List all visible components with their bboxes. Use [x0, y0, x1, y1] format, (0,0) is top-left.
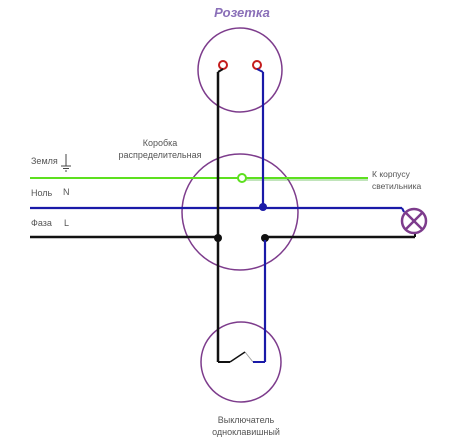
neutral-wire	[30, 68, 402, 211]
socket-icon	[197, 27, 283, 113]
switch-icon	[229, 351, 254, 363]
diagram-title: Розетка	[214, 5, 270, 20]
phase-label: Фаза	[31, 218, 52, 228]
switch-label-1: Выключатель	[218, 415, 275, 425]
junction-box	[181, 153, 299, 271]
junction-box-label-2: распределительная	[119, 150, 202, 160]
switch-label-2: одноклавишный	[212, 427, 280, 437]
switch-wires	[216, 240, 267, 363]
junction-box-label-1: Коробка	[143, 138, 178, 148]
ground-wire	[30, 173, 368, 183]
switch-circle	[200, 321, 282, 403]
lamp-body-label-1: К корпусу	[372, 169, 411, 179]
phase-letter: L	[64, 218, 69, 228]
neutral-letter: N	[63, 187, 70, 197]
switched-phase-wire	[261, 226, 416, 242]
ground-symbol-icon	[61, 154, 71, 172]
lamp-icon	[400, 207, 428, 235]
phase-wire	[30, 68, 224, 242]
neutral-label: Ноль	[31, 188, 53, 198]
lamp-body-label-2: светильника	[372, 181, 421, 191]
ground-label: Земля	[31, 156, 58, 166]
